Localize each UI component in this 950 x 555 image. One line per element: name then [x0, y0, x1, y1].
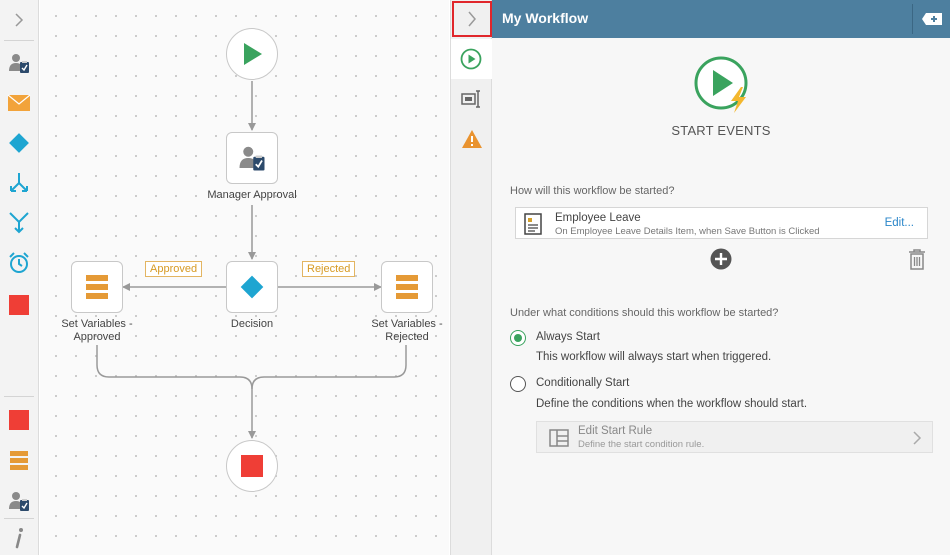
toolbox-email-item[interactable] [0, 88, 38, 118]
toolbox-recent-task-item[interactable] [0, 486, 38, 516]
delete-event-button[interactable] [908, 248, 926, 270]
toolbox-merge-item[interactable] [0, 207, 38, 237]
panel-title: My Workflow [502, 10, 589, 26]
event-description: On Employee Leave Details Item, when Sav… [555, 226, 820, 237]
manager-approval-label: Manager Approval [207, 189, 297, 201]
conditionally-start-radio[interactable] [510, 376, 526, 392]
toolbox-decision-item[interactable] [0, 128, 38, 158]
user-task-icon [9, 54, 29, 73]
stop-square-icon [9, 410, 29, 430]
toolbox-split-item[interactable] [0, 168, 38, 198]
panel-header: My Workflow [492, 0, 950, 38]
tab-start-events[interactable] [451, 39, 492, 79]
header-add-button[interactable] [912, 4, 950, 34]
panel-tab-strip [450, 0, 492, 555]
start-events-hero-icon [694, 56, 748, 113]
chevron-right-icon [913, 431, 922, 445]
workflow-canvas[interactable]: Manager Approval Decision Set Variables … [40, 0, 449, 555]
connector-rejected-to-stop [251, 345, 407, 390]
start-node[interactable] [226, 28, 278, 80]
info-icon [15, 528, 23, 549]
event-name: Employee Leave [555, 212, 641, 224]
approved-branch-label[interactable]: Approved [145, 261, 203, 277]
edit-start-rule-description: Define the start condition rule. [578, 439, 705, 450]
add-tag-icon [921, 13, 942, 25]
always-start-description: This workflow will always start when tri… [536, 351, 772, 363]
alarm-clock-icon [9, 252, 29, 273]
user-task-icon [9, 492, 29, 511]
toolbox-recent-stop-item[interactable] [0, 405, 38, 435]
toolbox [0, 0, 39, 555]
envelope-icon [7, 94, 31, 111]
tab-properties[interactable] [451, 79, 492, 119]
tab-warnings[interactable] [451, 119, 492, 159]
chevron-right-icon [468, 11, 476, 27]
text-field-icon [460, 90, 480, 108]
properties-panel: My Workflow START EVENTS How will this w… [492, 0, 950, 555]
connector-approved-to-stop [96, 345, 256, 439]
stop-square-icon [241, 455, 263, 477]
diamond-icon [240, 275, 264, 299]
set-variables-approved-label: Set Variables - Approved [61, 318, 133, 343]
form-document-icon [524, 213, 542, 235]
variables-stack-icon [10, 451, 28, 470]
toolbox-task-item[interactable] [0, 48, 38, 78]
warning-icon [461, 130, 482, 148]
decision-node[interactable] [226, 261, 278, 313]
edit-start-rule-button[interactable]: Edit Start Rule Define the start conditi… [536, 421, 933, 453]
conditionally-start-description: Define the conditions when the workflow … [536, 398, 808, 410]
start-events-title: START EVENTS [671, 123, 771, 138]
merge-arrow-icon [9, 212, 29, 234]
manager-approval-node[interactable] [226, 132, 278, 184]
always-start-radio[interactable] [510, 330, 526, 346]
split-arrow-icon [10, 173, 28, 192]
toolbox-info-item[interactable] [0, 523, 38, 553]
rule-layout-icon [549, 429, 569, 447]
edit-start-rule-title: Edit Start Rule [578, 425, 653, 437]
always-start-label[interactable]: Always Start [536, 331, 600, 343]
set-variables-approved-node[interactable] [71, 261, 123, 313]
connector-lines [96, 81, 407, 439]
toolbox-recent-variables-item[interactable] [0, 446, 38, 476]
diamond-icon [9, 133, 29, 153]
decision-label: Decision [230, 318, 274, 330]
start-question-label: How will this workflow be started? [510, 185, 675, 197]
toolbox-timer-item[interactable] [0, 248, 38, 278]
stop-node[interactable] [226, 440, 278, 492]
rejected-branch-label[interactable]: Rejected [302, 261, 356, 277]
variables-stack-icon [396, 275, 418, 299]
conditionally-start-label[interactable]: Conditionally Start [536, 377, 630, 389]
collapse-panel-button[interactable] [452, 1, 492, 37]
conditions-question-label: Under what conditions should this workfl… [510, 307, 779, 319]
stop-square-icon [9, 295, 29, 315]
set-variables-rejected-node[interactable] [381, 261, 433, 313]
chevron-right-icon [15, 13, 24, 27]
play-circle-icon [460, 48, 482, 70]
edit-event-link[interactable]: Edit... [884, 217, 914, 229]
variables-stack-icon [86, 275, 108, 299]
play-icon [244, 43, 262, 65]
user-task-icon [239, 146, 265, 171]
expand-toolbox-button[interactable] [0, 5, 38, 35]
set-variables-rejected-label: Set Variables - Rejected [371, 318, 443, 343]
start-event-card[interactable]: Employee Leave On Employee Leave Details… [515, 207, 928, 239]
toolbox-stop-item[interactable] [0, 290, 38, 320]
add-event-button[interactable] [710, 248, 732, 270]
